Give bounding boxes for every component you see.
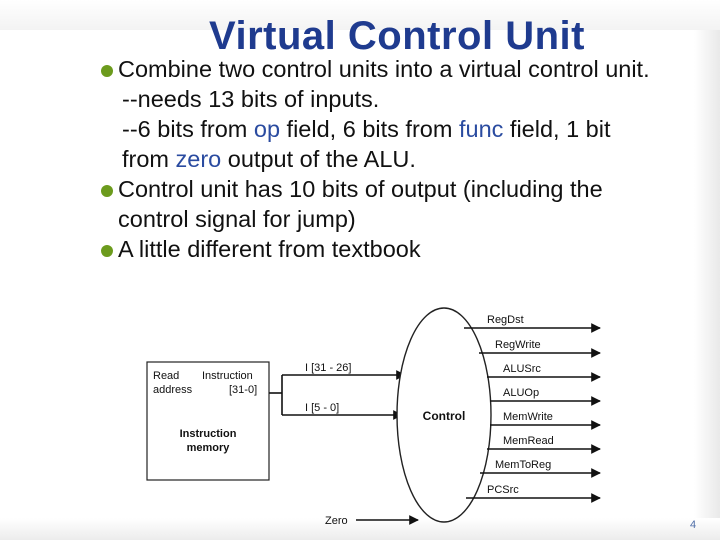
bullet-item: Control unit has 10 bits of output (incl… [101,174,703,204]
slide-bottom-frame [0,518,720,540]
memory-name-label: memory [187,442,231,454]
sub-bullet-line: --6 bits from op field, 6 bits from func… [122,116,611,142]
output-label-memtoreg: MemToReg [495,459,551,471]
instruction-output-label: Instruction [202,370,253,382]
bullet-list: Combine two control units into a virtual… [101,54,703,264]
bullet-item: Combine two control units into a virtual… [101,54,703,84]
output-label-alusrc: ALUSrc [503,363,541,375]
memory-name-label: Instruction [180,428,237,440]
bullet-dot-icon [101,245,113,257]
slide-top-frame [0,0,720,30]
sub-bullet-line: from zero output of the ALU. [122,146,416,172]
slide-right-frame [694,30,720,520]
bullet-text: A little different from textbook [118,236,421,262]
instruction-output-label: [31-0] [229,384,257,396]
sub-bullet-line: --needs 13 bits of inputs. [122,86,380,112]
op-bits-label: I [31 - 26] [305,362,351,374]
control-label: Control [423,409,466,423]
bullet-item: A little different from textbook [101,234,703,264]
instruction-memory-box [146,361,270,481]
output-label-regdst: RegDst [487,314,524,326]
output-label-memwrite: MemWrite [503,411,553,423]
zero-label: Zero [325,515,348,527]
bullet-continuation: control signal for jump) [118,206,356,232]
output-label-regwrite: RegWrite [495,339,541,351]
output-label-pcsrc: PCSrc [487,484,519,496]
control-unit-ellipse [396,307,492,523]
bullet-dot-icon [101,65,113,77]
slide-title: Virtual Control Unit [209,14,585,58]
keyword-func: func [458,116,504,142]
read-address-label: address [153,384,193,396]
read-address-label: Read [153,370,179,382]
bullet-text: Control unit has 10 bits of output (incl… [118,176,603,202]
output-label-aluop: ALUOp [503,387,539,399]
control-unit-diagram: Read address Instruction [31-0] Instruct… [146,307,601,527]
keyword-zero: zero [175,146,222,172]
bullet-text: Combine two control units into a virtual… [118,56,650,82]
bullet-dot-icon [101,185,113,197]
keyword-op: op [253,116,281,142]
func-bits-label: I [5 - 0] [305,402,339,414]
output-label-memread: MemRead [503,435,554,447]
page-number: 4 [690,519,697,531]
